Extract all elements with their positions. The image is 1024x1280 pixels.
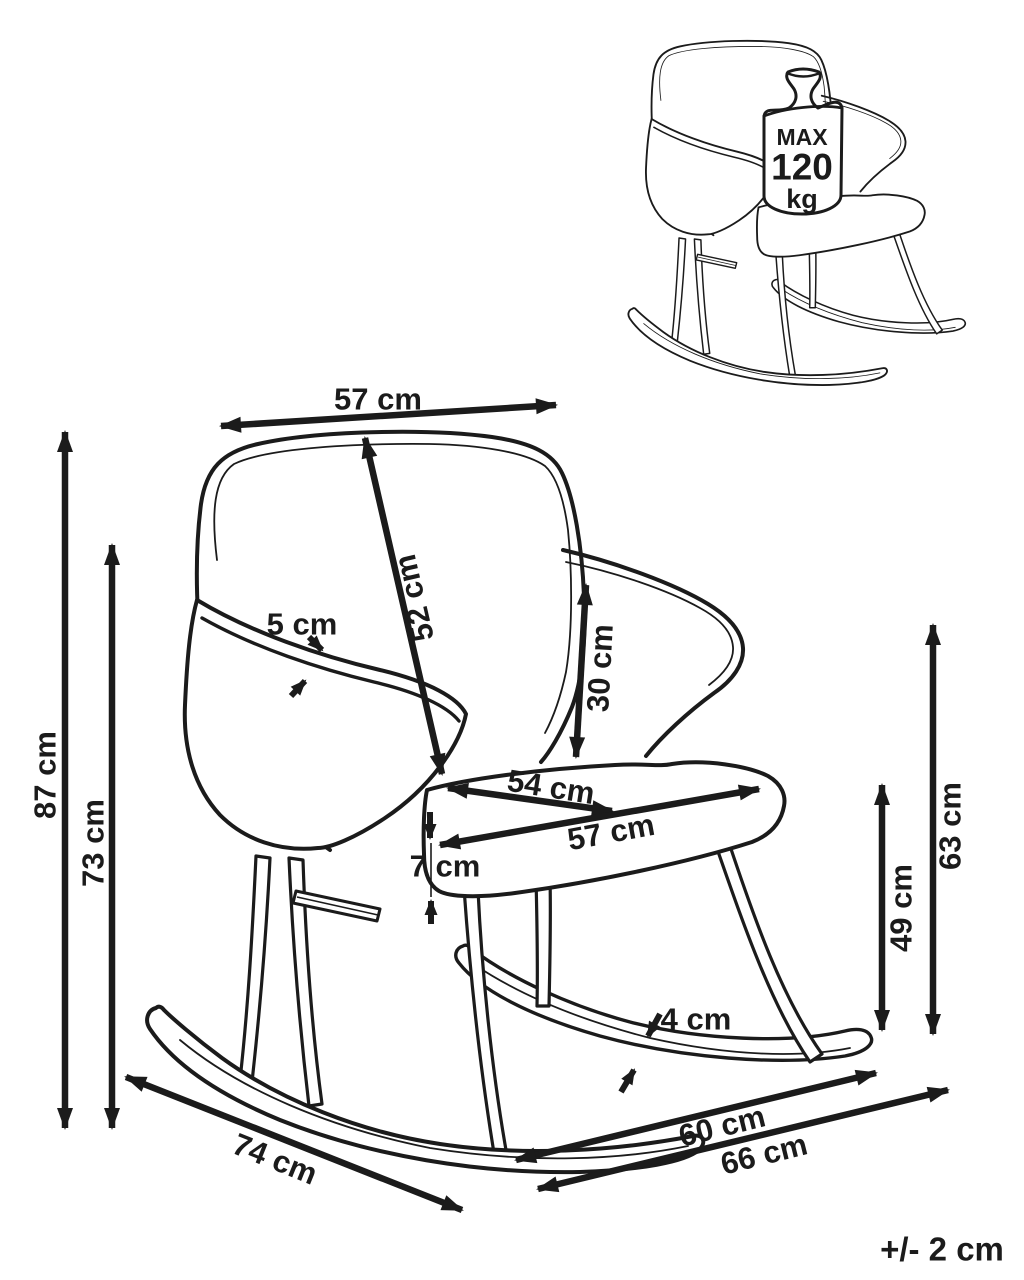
dim-base-inner-length: 60 cm bbox=[514, 1069, 878, 1164]
dim-armrest-height-label: 30 cm bbox=[580, 623, 620, 713]
dim-armrest-thickness-label: 5 cm bbox=[267, 607, 338, 642]
weight-badge: MAX 120 kg bbox=[762, 67, 844, 216]
dim-armrest-height: 30 cm bbox=[569, 583, 620, 759]
dim-armrest-thickness: 5 cm bbox=[267, 607, 338, 699]
dim-backrest-height: 73 cm bbox=[76, 543, 120, 1130]
dim-side-height-label: 63 cm bbox=[933, 782, 968, 870]
dim-side-height: 63 cm bbox=[925, 623, 968, 1036]
tolerance-note: +/- 2 cm bbox=[880, 1231, 1004, 1268]
dim-back-width: 57 cm bbox=[219, 382, 558, 433]
dim-seat-height: 49 cm bbox=[874, 783, 919, 1032]
dim-rocker-thickness-label: 4 cm bbox=[661, 1002, 732, 1037]
main-chair-drawing bbox=[145, 429, 874, 1175]
weight-unit-label: kg bbox=[786, 184, 818, 214]
dim-seat-thickness: 7 cm bbox=[410, 812, 481, 924]
weight-cylinder-lip bbox=[785, 71, 822, 78]
dim-seat-thickness-label: 7 cm bbox=[410, 849, 481, 884]
dim-total-height-label: 87 cm bbox=[28, 731, 63, 819]
dim-back-width-label: 57 cm bbox=[334, 382, 422, 417]
weight-value-label: 120 bbox=[771, 147, 833, 188]
dim-total-height: 87 cm bbox=[28, 430, 73, 1130]
weight-cylinder-rim bbox=[762, 105, 844, 118]
weight-max-label: MAX bbox=[776, 124, 828, 150]
dim-seat-height-label: 49 cm bbox=[884, 864, 919, 952]
dim-backrest-diagonal-label: 52 cm bbox=[387, 551, 441, 645]
weight-cylinder bbox=[762, 67, 844, 216]
dim-backrest-height-label: 73 cm bbox=[76, 799, 111, 887]
